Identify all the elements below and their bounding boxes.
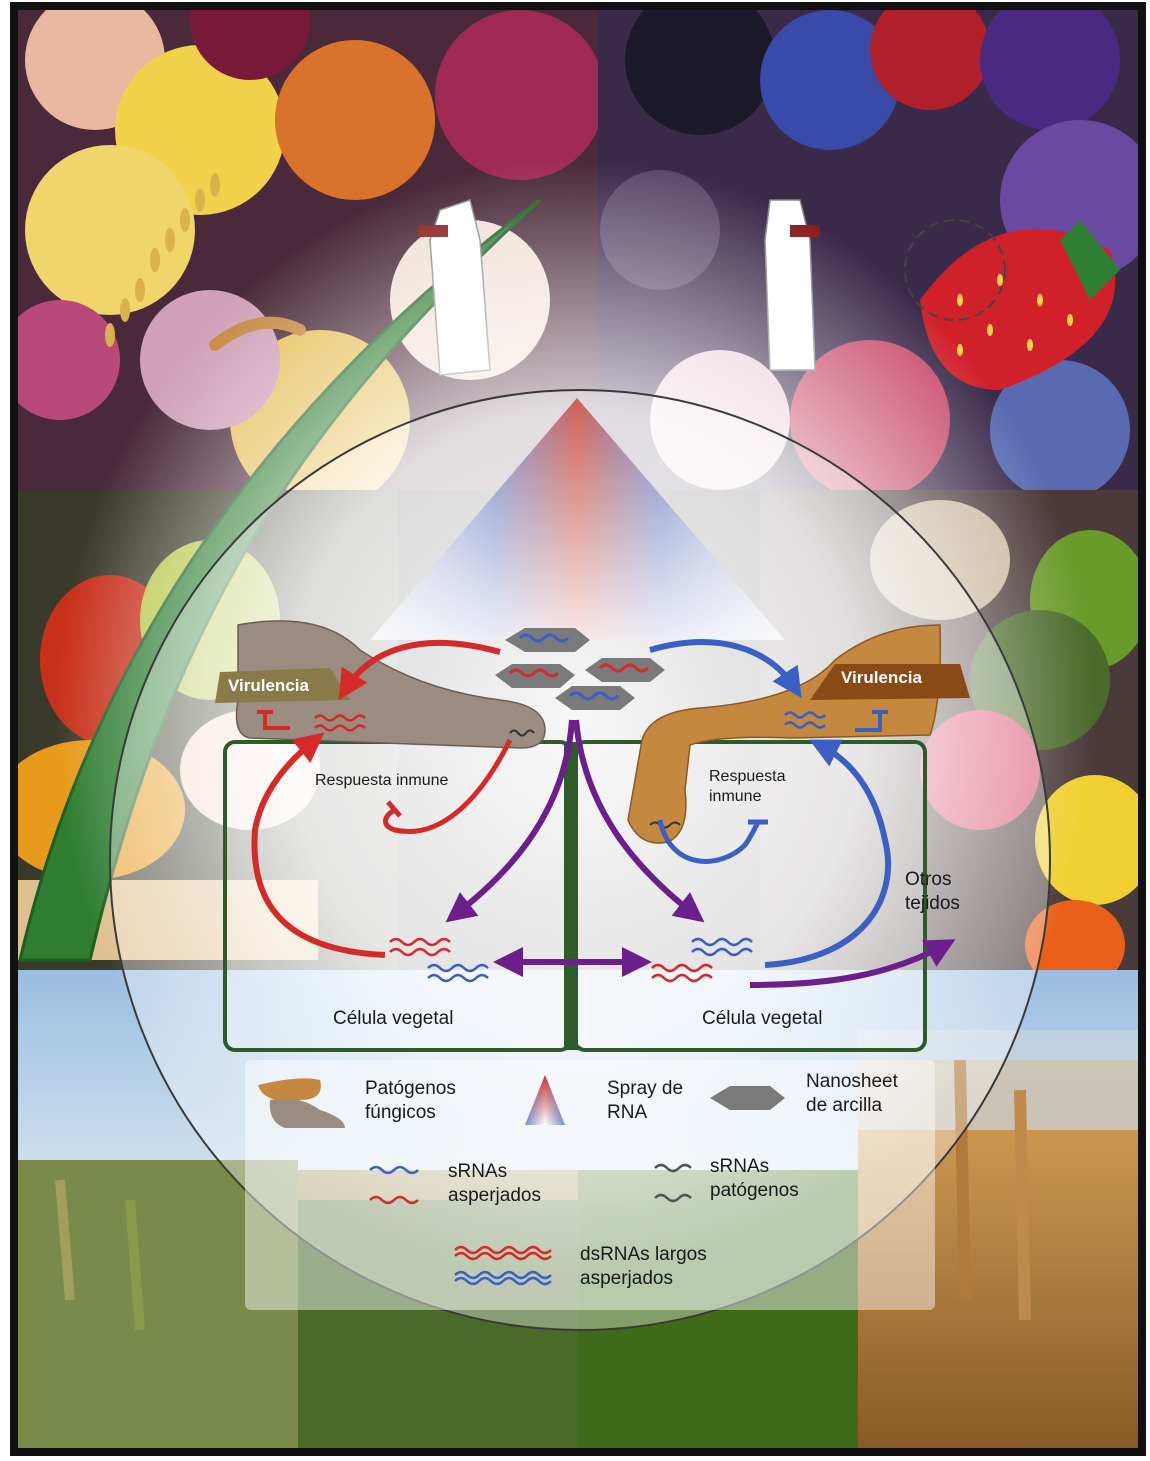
legend-rna-spray-line-1: Spray de [607, 1077, 683, 1101]
immune-response-label-left: Respuesta inmune [315, 771, 448, 791]
plant-cell-label-right: Célula vegetal [702, 1007, 822, 1031]
legend-fungal-pathogens-line-2: fúngicos [365, 1101, 456, 1125]
legend-rna-spray-line-2: RNA [607, 1101, 683, 1125]
legend-sprayed-srnas-label: sRNAs asperjados [448, 1160, 541, 1208]
virulence-label-left: Virulencia [228, 676, 309, 696]
legend-fungal-pathogens-line-1: Patógenos [365, 1077, 456, 1101]
legend-pathogen-srnas-line-1: sRNAs [710, 1155, 799, 1179]
cell-wall-shared [564, 742, 578, 1050]
other-tissues-line-2: tejidos [905, 892, 960, 916]
legend-sprayed-srnas-line-1: sRNAs [448, 1160, 541, 1184]
legend-clay-nanosheet-line-1: Nanosheet [806, 1070, 898, 1094]
legend-long-dsrnas-line-1: dsRNAs largos [580, 1243, 707, 1267]
legend-clay-nanosheet-line-2: de arcilla [806, 1094, 898, 1118]
legend-rna-spray-label: Spray de RNA [607, 1077, 683, 1125]
legend-pathogen-srnas-label: sRNAs patógenos [710, 1155, 799, 1203]
legend-sprayed-srnas-line-2: asperjados [448, 1184, 541, 1208]
other-tissues-line-1: Otros [905, 868, 960, 892]
legend-long-dsrnas-label: dsRNAs largos asperjados [580, 1243, 707, 1291]
legend-pathogen-srnas-line-2: patógenos [710, 1179, 799, 1203]
other-tissues-label: Otros tejidos [905, 868, 960, 916]
legend-fungal-pathogens-label: Patógenos fúngicos [365, 1077, 456, 1125]
legend-long-dsrnas-line-2: asperjados [580, 1267, 707, 1291]
virulence-label-right: Virulencia [841, 668, 922, 688]
immune-response-label-right: Respuesta inmune [709, 767, 786, 807]
plant-cell-label-left: Célula vegetal [333, 1007, 453, 1031]
immune-response-right-line-2: inmune [709, 787, 786, 807]
immune-response-right-line-1: Respuesta [709, 767, 786, 787]
legend-clay-nanosheet-label: Nanosheet de arcilla [806, 1070, 898, 1118]
